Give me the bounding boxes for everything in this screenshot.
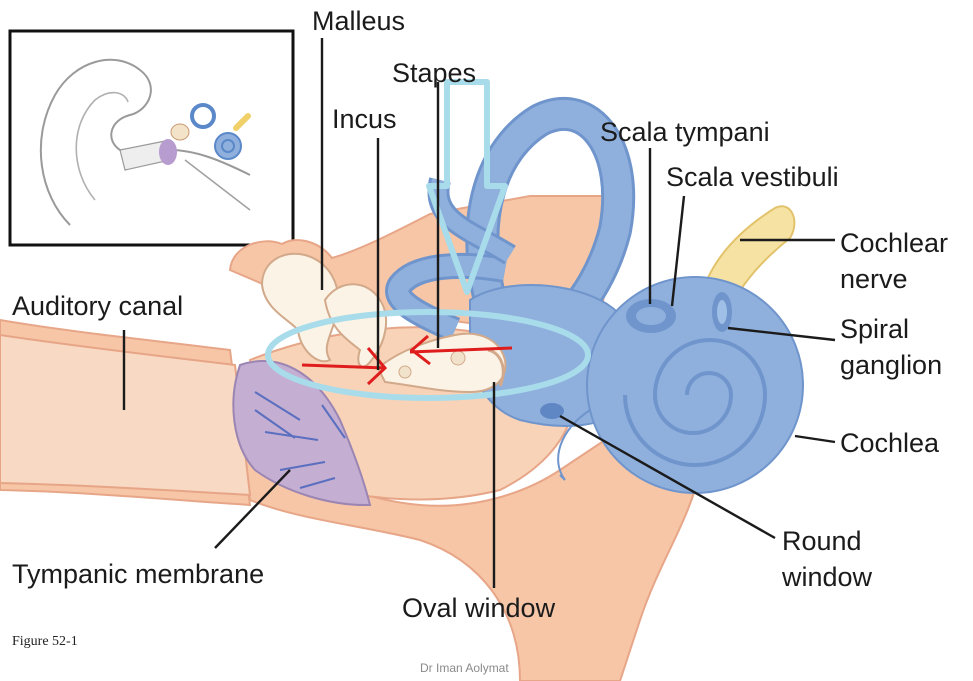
inset-ossicles <box>171 124 189 140</box>
inset-cochlea <box>215 133 241 159</box>
label-spiral-ganglion-line2: ganglion <box>840 350 942 380</box>
label-round-window-line1: Round <box>782 526 862 556</box>
inset-frame <box>10 31 293 245</box>
label-cochlear-nerve-line1: Cochlear <box>840 228 948 258</box>
inset-overview <box>10 31 293 245</box>
label-tympanic-membrane: Tympanic membrane <box>12 559 264 589</box>
label-malleus: Malleus <box>312 6 405 36</box>
label-incus: Incus <box>332 104 397 134</box>
label-cochlea: Cochlea <box>840 428 940 458</box>
inset-tympanic <box>159 139 177 165</box>
label-oval-window: Oval window <box>402 593 556 623</box>
figure-caption: Figure 52-1 <box>12 634 78 649</box>
label-scala-vestibuli: Scala vestibuli <box>666 162 839 192</box>
credit-watermark: Dr Iman Aolymat <box>420 661 509 675</box>
label-cochlear-nerve-line2: nerve <box>840 264 908 294</box>
label-scala-tympani: Scala tympani <box>600 117 770 147</box>
label-stapes: Stapes <box>392 58 476 88</box>
label-spiral-ganglion-line1: Spiral <box>840 314 909 344</box>
label-auditory-canal: Auditory canal <box>12 291 183 321</box>
label-round-window-line2: window <box>781 562 873 592</box>
